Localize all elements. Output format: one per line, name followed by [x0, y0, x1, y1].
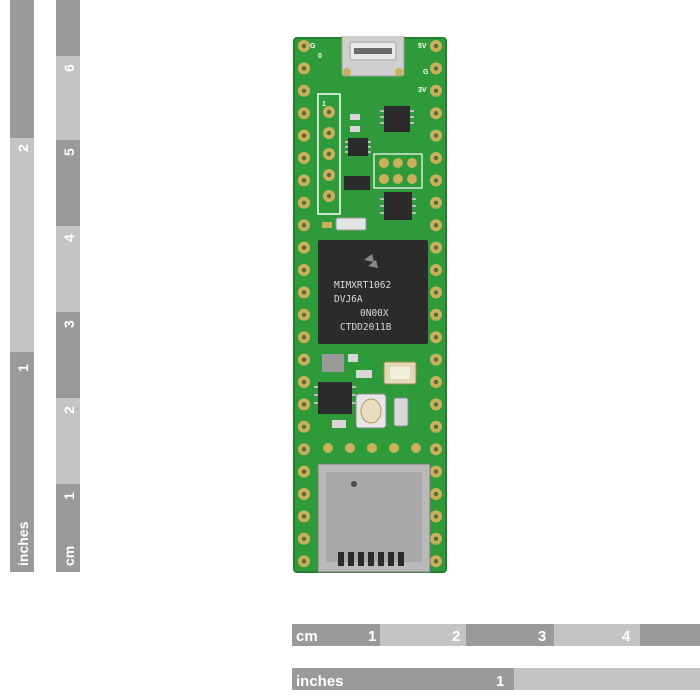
- pad-hole: [433, 536, 439, 541]
- pad-hole: [433, 43, 439, 49]
- vertical-ruler: inches 1 2 cm 1 2 3 4 5 6: [10, 0, 80, 572]
- small-chip: [380, 106, 414, 132]
- small-chip: [345, 138, 371, 156]
- pad-hole: [433, 200, 439, 205]
- silk-label: 1: [322, 101, 326, 108]
- microcontroller-board: G 0 5V G 3V 1 MIMXRT1062 D: [293, 36, 447, 573]
- pad-hole: [301, 200, 307, 205]
- pad-hole: [433, 88, 439, 93]
- ruler-cm-label: 6: [61, 64, 77, 72]
- pad-hole: [433, 469, 439, 474]
- ruler-inch-label: 2: [15, 144, 31, 152]
- sd-card-slot: [317, 463, 431, 573]
- crystal: [383, 361, 417, 385]
- debug-pads: [373, 153, 423, 189]
- pad-hole: [433, 379, 439, 385]
- ruler-unit-cm: cm: [61, 546, 77, 566]
- silk-label: 0: [318, 53, 322, 60]
- usb-connector: [341, 36, 405, 77]
- push-button: [355, 393, 387, 429]
- pad-hole: [433, 424, 439, 429]
- silk-label: G: [423, 69, 429, 76]
- ruler-inch-label: 1: [496, 673, 504, 690]
- processor-label: 0N00X: [360, 308, 389, 319]
- pad-hole: [433, 111, 439, 116]
- pad-hole: [433, 357, 439, 362]
- ruler-cm-label: 2: [452, 628, 460, 645]
- ruler-unit-inches: inches: [296, 673, 344, 690]
- left-header-pads: [298, 40, 310, 568]
- horizontal-ruler: cm 1 2 3 4 inches 1: [292, 624, 700, 690]
- silk-label: 3V: [418, 87, 427, 94]
- pad-hole: [301, 178, 307, 183]
- pad-hole: [301, 312, 307, 317]
- ruler-cm-label: 4: [622, 628, 631, 645]
- pad-hole: [301, 424, 307, 429]
- pad-hole: [301, 559, 307, 564]
- small-chip: [380, 192, 416, 220]
- small-chip: [314, 382, 356, 414]
- pad-hole: [433, 178, 439, 183]
- pad-hole: [326, 151, 332, 157]
- pad-hole: [433, 447, 439, 452]
- ruler-unit-inches: inches: [15, 521, 31, 566]
- ruler-cm-label: 4: [61, 234, 77, 242]
- ruler-cm-label: 5: [61, 148, 77, 156]
- pad-hole: [301, 155, 307, 161]
- pad-hole: [326, 172, 332, 178]
- pad-hole: [433, 335, 439, 340]
- silk-label: G: [310, 43, 316, 50]
- pad-hole: [301, 43, 307, 49]
- pad-hole: [433, 245, 439, 250]
- pad-hole: [433, 267, 439, 273]
- ruler-cm-label: 2: [61, 406, 77, 414]
- processor-label: CTDD2011B: [340, 322, 392, 333]
- silk-label: 5V: [418, 43, 427, 50]
- pad-hole: [433, 312, 439, 317]
- right-header-pads: [430, 40, 442, 568]
- processor-chip: MIMXRT1062 DVJ6A 0N00X CTDD2011B: [318, 240, 428, 344]
- ruler-cm-label: 1: [61, 492, 77, 500]
- ruler-cm-label: 3: [538, 628, 546, 645]
- pad-hole: [326, 130, 332, 136]
- pad-hole: [301, 223, 307, 228]
- pad-hole: [301, 267, 307, 273]
- pad-hole: [433, 133, 439, 138]
- pad-hole: [301, 245, 307, 250]
- pad-hole: [301, 111, 307, 116]
- pad-hole: [301, 379, 307, 385]
- pad-hole: [326, 109, 332, 115]
- pad-hole: [301, 491, 307, 497]
- pad-hole: [433, 290, 439, 295]
- ruler-cm-label: 1: [368, 628, 376, 645]
- pad-hole: [301, 66, 307, 71]
- pad-hole: [301, 290, 307, 295]
- pad-hole: [301, 447, 307, 452]
- bottom-pad-row: [323, 443, 421, 453]
- pad-hole: [301, 88, 307, 93]
- pad-hole: [301, 402, 307, 407]
- pad-hole: [433, 559, 439, 564]
- pad-hole: [326, 193, 332, 199]
- pad-hole: [433, 402, 439, 407]
- pad-hole: [301, 536, 307, 541]
- pad-hole: [301, 357, 307, 362]
- pad-hole: [301, 335, 307, 340]
- pad-hole: [433, 514, 439, 519]
- pad-hole: [433, 66, 439, 71]
- pad-hole: [433, 491, 439, 497]
- pad-hole: [301, 133, 307, 138]
- pad-hole: [433, 155, 439, 161]
- pad-hole: [301, 469, 307, 474]
- processor-label: MIMXRT1062: [334, 280, 391, 291]
- ruler-unit-cm: cm: [296, 628, 318, 645]
- processor-label: DVJ6A: [334, 294, 363, 305]
- pad-hole: [301, 514, 307, 519]
- pad-hole: [433, 223, 439, 228]
- ruler-cm-label: 3: [61, 320, 77, 328]
- ruler-inch-label: 1: [15, 364, 31, 372]
